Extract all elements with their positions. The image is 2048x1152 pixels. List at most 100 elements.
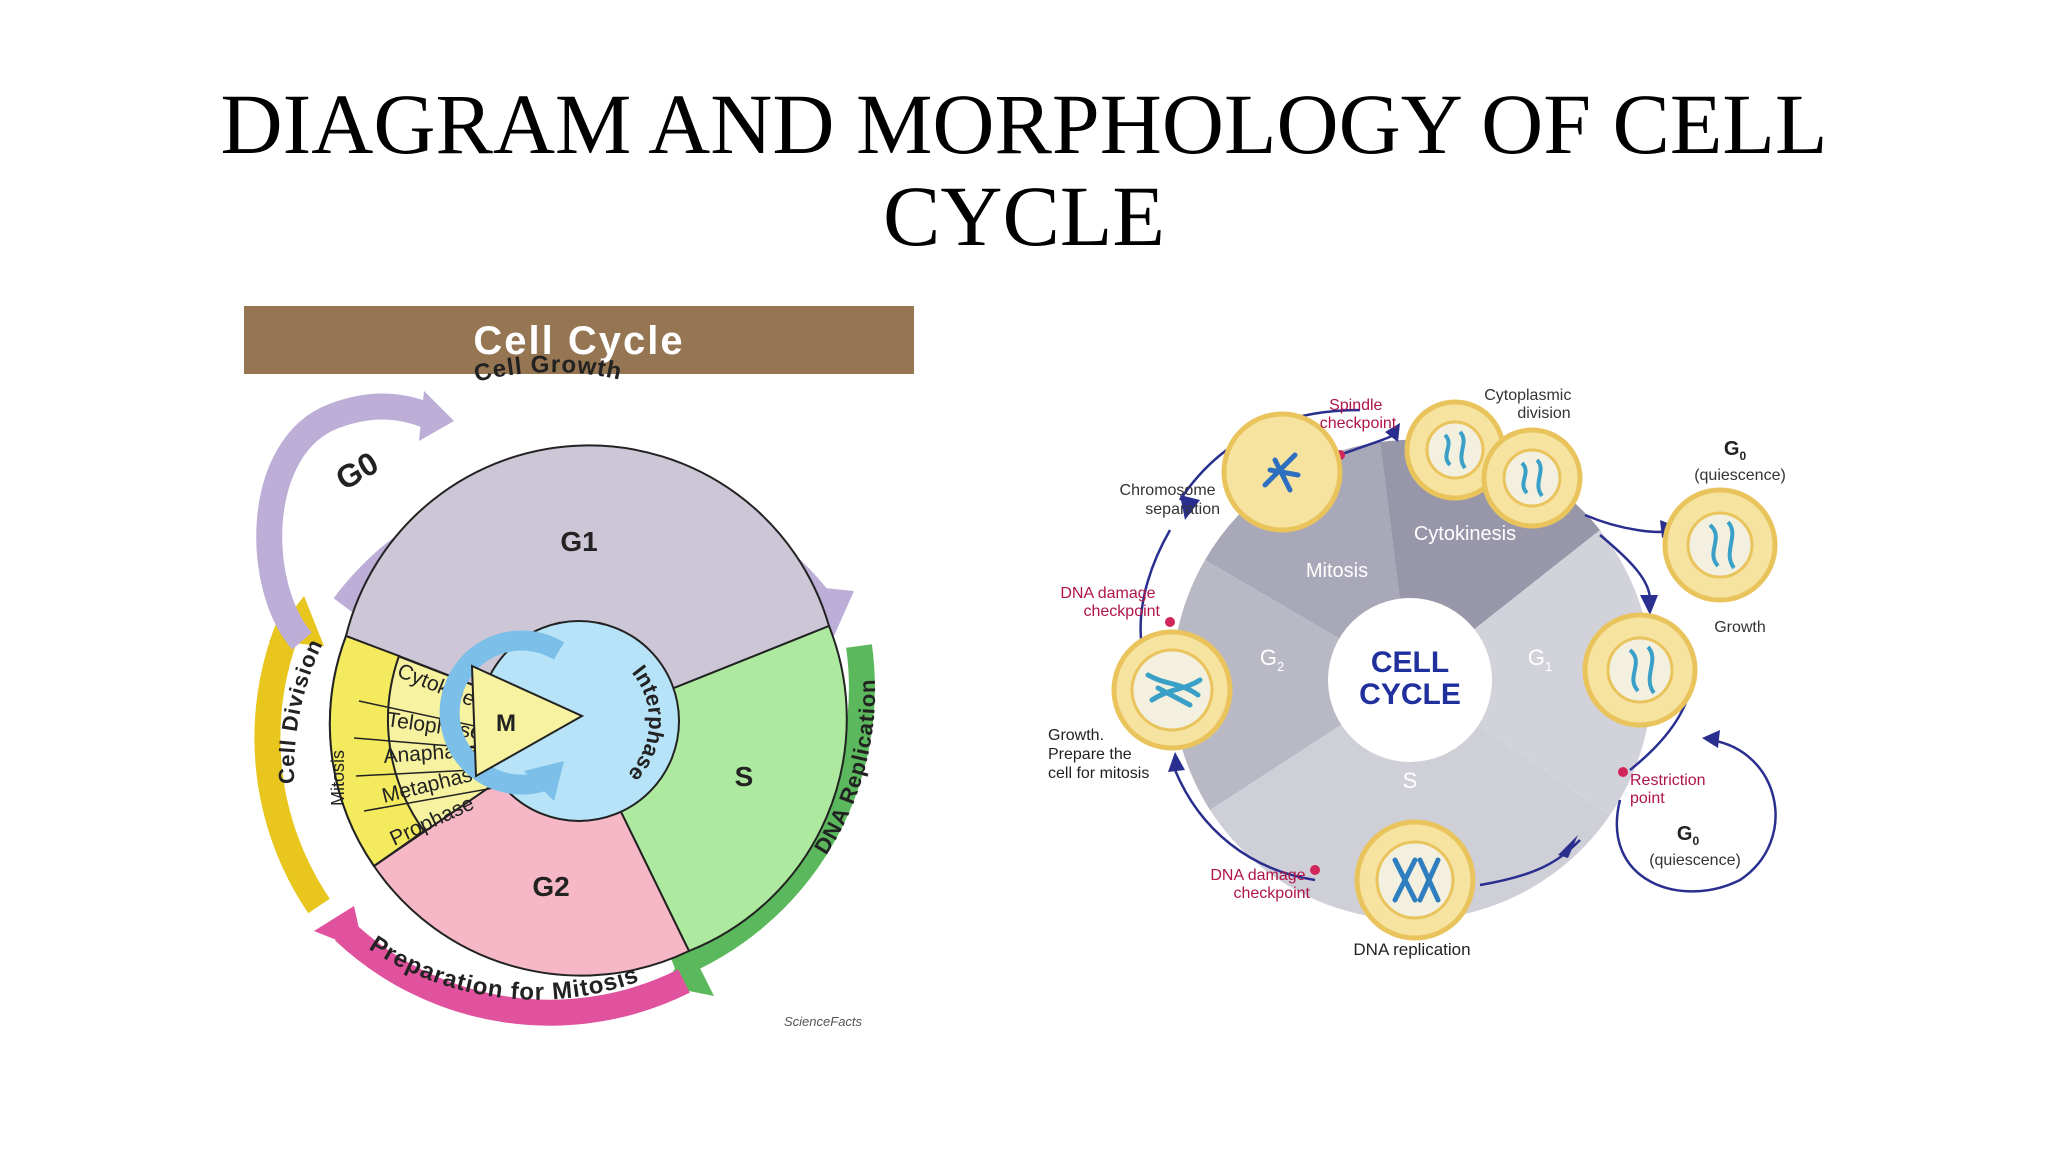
g2-sector	[372, 724, 691, 977]
cytoplasmic-division-label: Cytoplasmic division	[1484, 387, 1576, 422]
g0-label: G0	[330, 445, 385, 498]
chromosome-separation-label: Chromosome separation	[1120, 482, 1220, 518]
cycle-arrowhead	[1702, 730, 1720, 748]
g1-letter: G	[1528, 645, 1545, 670]
g2-letter: G	[1260, 645, 1277, 670]
cell-g2-growth	[1111, 629, 1233, 751]
science-facts-credit: ScienceFacts	[784, 1014, 863, 1029]
s-label: S	[735, 761, 754, 792]
cytoplasmic-division-line2: division	[1517, 405, 1570, 422]
mitosis-band	[328, 634, 426, 868]
mitosis-vertical-label: Mitosis	[328, 750, 348, 806]
cycle-arrowhead	[1168, 752, 1185, 772]
quiescence-top-label: (quiescence)	[1694, 467, 1786, 484]
m-label: M	[496, 710, 516, 737]
growth-prepare-line3: cell for mitosis	[1048, 765, 1149, 782]
cycle-arrowhead	[1180, 495, 1200, 520]
chromosome-icon	[1262, 452, 1301, 493]
spindle-checkpoint-line1: Spindle	[1329, 397, 1382, 414]
g2-wedge-label: G2	[1260, 645, 1284, 674]
g2-subscript: 2	[1277, 659, 1284, 674]
spindle-checkpoint-label: Spindle checkpoint	[1320, 397, 1397, 432]
chromosome-separation-line2: separation	[1145, 501, 1220, 518]
cell-cycle-checkpoint-diagram: CELL CYCLE Mitosis Cytokinesis G2 G1 S	[1048, 387, 1786, 959]
arrow-to-growth	[1599, 534, 1652, 601]
growth-prepare-label: Growth. Prepare the cell for mitosis	[1048, 727, 1149, 782]
g0-loop-arrow	[256, 393, 434, 650]
cell-growth-label: Cell Growth	[471, 351, 624, 388]
g1-wedge	[1410, 530, 1653, 815]
g2-wedge	[1172, 560, 1410, 810]
g1-subscript: 1	[1545, 659, 1552, 674]
s-wedge	[1210, 680, 1610, 920]
restriction-point-dot	[1618, 767, 1628, 777]
cell-division-arrow	[254, 621, 330, 914]
growth-prepare-line1: Growth.	[1048, 727, 1104, 744]
cycle-arrowhead	[1640, 595, 1658, 615]
cell-growth	[1582, 612, 1698, 728]
dna-damage-checkpoint-top-line2: checkpoint	[1084, 603, 1161, 620]
cell-nucleus	[1686, 511, 1754, 579]
chromosome-icon	[1520, 458, 1544, 498]
dna-damage-checkpoint-top-dot	[1165, 617, 1175, 627]
slide-title-line2: CYCLE	[883, 168, 1165, 264]
cell-nucleus	[1425, 420, 1485, 480]
cell-growth-label-text: Cell Growth	[471, 351, 624, 388]
g0-bottom-label: G0	[1677, 823, 1700, 848]
cell-nucleus	[1606, 636, 1674, 704]
cycle-arrowhead	[1558, 835, 1578, 858]
g0-quiescence-loop	[1615, 738, 1777, 893]
dna-damage-checkpoint-bottom-label: DNA damage checkpoint	[1210, 867, 1310, 902]
dna-damage-checkpoint-bottom-dot	[1310, 865, 1320, 875]
growth-label: Growth	[1714, 619, 1766, 636]
g1-label: G1	[560, 526, 597, 557]
s-wedge-label: S	[1403, 768, 1418, 793]
interphase-cycle-arrow	[439, 630, 565, 795]
mitosis-wedge-label: Mitosis	[1306, 560, 1368, 582]
cell-cycle-banner	[244, 306, 914, 374]
g0-bottom-subscript: 0	[1692, 834, 1699, 848]
g0-bottom-letter: G	[1677, 823, 1693, 845]
cell-nucleus	[1375, 840, 1455, 920]
dna-replication-arrow	[669, 644, 875, 979]
quiescence-bottom-label: (quiescence)	[1649, 852, 1741, 869]
g0-loop-arrowhead	[419, 391, 454, 441]
cell-nucleus	[1502, 448, 1562, 508]
cell-cytoplasmic-division-right	[1481, 427, 1583, 529]
slide-title: DIAGRAM AND MORPHOLOGY OF CELL CYCLE	[0, 78, 2048, 262]
cell-cytoplasmic-division-left	[1404, 399, 1506, 501]
center-circle	[1328, 598, 1492, 762]
chromosome-icon	[1392, 857, 1441, 903]
preparation-arrowhead	[314, 906, 364, 951]
restriction-point-line2: point	[1630, 790, 1665, 807]
spindle-checkpoint-line2: checkpoint	[1320, 415, 1397, 432]
center-label-cycle: CYCLE	[1359, 678, 1461, 711]
chromosome-icon	[1708, 520, 1736, 570]
cell-chromosome-separation	[1221, 411, 1343, 533]
growth-prepare-line2: Prepare the	[1048, 746, 1132, 763]
g0-top-letter: G	[1724, 438, 1740, 460]
center-label-cell: CELL	[1371, 646, 1449, 679]
chromosome-icon	[1145, 672, 1203, 708]
g1-wedge-label: G1	[1528, 645, 1552, 674]
interphase-cycle-arrowhead	[524, 761, 564, 801]
preparation-arrow	[335, 921, 690, 1026]
cell-cycle-wheel-diagram: Cell Cycle G0 Cell Growth Preparation fo…	[244, 306, 914, 1029]
cycle-arrowhead	[1385, 423, 1400, 442]
cell-dna-replication	[1354, 819, 1476, 941]
cycle-arrow-bottom-left	[1173, 769, 1316, 882]
cell-g0-top	[1662, 487, 1778, 603]
g0-top-label: G0	[1724, 438, 1747, 463]
dna-damage-checkpoint-bottom-line2: checkpoint	[1234, 885, 1311, 902]
dna-damage-checkpoint-bottom-line1: DNA damage	[1210, 867, 1305, 884]
slide-title-line1: DIAGRAM AND MORPHOLOGY OF CELL	[220, 76, 1828, 172]
dna-damage-checkpoint-top-label: DNA damage checkpoint	[1060, 585, 1160, 620]
chromosome-icon	[1443, 430, 1467, 470]
restriction-point-label: Restriction point	[1630, 772, 1710, 807]
cycle-arrow-bottom-right	[1479, 839, 1581, 887]
chromosome-icon	[1628, 645, 1656, 695]
g0-top-subscript: 0	[1739, 449, 1746, 463]
dna-replication-label: DNA replication	[1353, 940, 1470, 959]
cytoplasmic-division-line1: Cytoplasmic	[1484, 387, 1571, 404]
cytokinesis-wedge-label: Cytokinesis	[1414, 523, 1516, 545]
